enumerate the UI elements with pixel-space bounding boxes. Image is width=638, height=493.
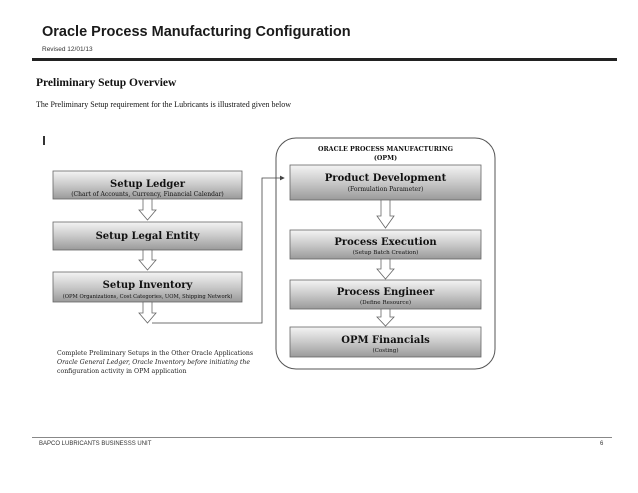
opm-financials-title: OPM Financials bbox=[341, 335, 430, 346]
process-engineer-title: Process Engineer bbox=[337, 287, 435, 298]
arrow-down-icon bbox=[138, 301, 157, 324]
setup-inventory-sub: (OPM Organizations, Cost Categories, UOM… bbox=[63, 293, 233, 300]
connector-arrow bbox=[152, 175, 285, 324]
section-intro: The Preliminary Setup requirement for th… bbox=[36, 100, 292, 109]
footer-business-unit: BAPCO LUBRICANTS BUSINESSS UNIT bbox=[39, 441, 152, 447]
arrow-down-icon bbox=[138, 249, 157, 271]
opm-subtitle: (OPM) bbox=[374, 155, 397, 162]
revision-date: Revised 12/01/13 bbox=[42, 46, 93, 53]
page-number: 6 bbox=[600, 441, 604, 447]
arrow-down-icon bbox=[376, 308, 395, 327]
product-development-sub: (Formulation Parameter) bbox=[348, 186, 424, 193]
arrow-down-icon bbox=[376, 199, 395, 229]
opm-financials-sub: (Costing) bbox=[372, 347, 398, 354]
process-execution-title: Process Execution bbox=[334, 237, 437, 248]
process-engineer-box bbox=[289, 279, 482, 310]
product-development-title: Product Development bbox=[325, 173, 447, 184]
setup-legal-entity-box bbox=[52, 221, 243, 251]
process-engineer-sub: (Define Resource) bbox=[360, 299, 411, 306]
setup-legal-entity-title: Setup Legal Entity bbox=[96, 231, 201, 242]
setup-ledger-box bbox=[52, 170, 243, 200]
header-rule bbox=[32, 58, 617, 61]
document-title: Oracle Process Manufacturing Configurati… bbox=[42, 24, 351, 40]
product-development-box bbox=[289, 164, 482, 201]
setup-inventory-title: Setup Inventory bbox=[103, 280, 194, 291]
setup-ledger-sub: (Chart of Accounts, Currency, Financial … bbox=[71, 191, 224, 198]
note-line-1: Complete Preliminary Setups in the Other… bbox=[57, 350, 253, 357]
arrow-down-icon bbox=[376, 258, 395, 280]
section-title: Preliminary Setup Overview bbox=[36, 77, 177, 89]
text-cursor-mark bbox=[43, 136, 45, 145]
setup-inventory-box bbox=[52, 271, 243, 303]
setup-ledger-title: Setup Ledger bbox=[110, 179, 186, 190]
arrow-down-icon bbox=[138, 198, 157, 221]
opm-financials-box bbox=[289, 326, 482, 358]
process-execution-sub: (Setup Batch Creation) bbox=[353, 249, 419, 256]
note-line-3: configuration activity in OPM applicatio… bbox=[57, 368, 186, 375]
note-line-2: Oracle General Ledger, Oracle Inventory … bbox=[57, 359, 250, 366]
footer-rule bbox=[32, 437, 612, 438]
opm-title: ORACLE PROCESS MANUFACTURING bbox=[318, 146, 453, 153]
